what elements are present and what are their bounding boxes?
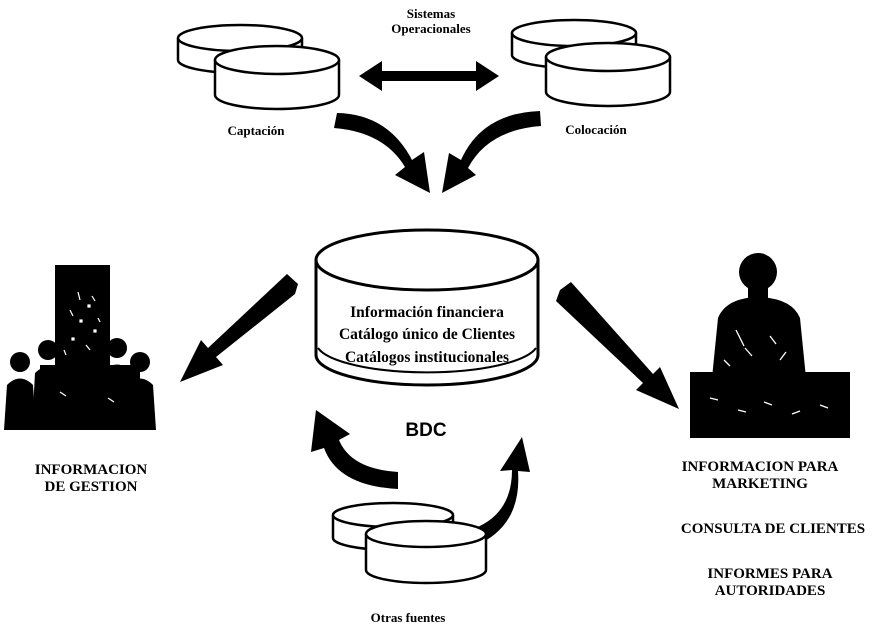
consulta-clientes-label: CONSULTA DE CLIENTES — [680, 521, 866, 537]
captacion-label: Captación — [227, 123, 285, 138]
management-meeting-icon — [4, 265, 156, 430]
gestion-label: INFORMACION DE GESTION — [6, 462, 176, 497]
gestion-line2: DE GESTION — [44, 479, 138, 496]
bdc-content-item: Catálogo único de Clientes — [338, 326, 516, 344]
otras-fuentes-label: Otras fuentes — [370, 610, 446, 625]
double-arrow-icon — [359, 61, 499, 91]
bdc-database-icon — [314, 228, 540, 387]
informes-line1: INFORMES PARA — [707, 566, 833, 582]
sistemas-operacionales-title: Sistemas Operacionales — [356, 6, 506, 37]
curved-arrow-icon — [334, 113, 430, 193]
person-at-desk-icon — [690, 253, 850, 438]
curved-arrow-icon — [442, 111, 541, 193]
marketing-label: INFORMACION PARA MARKETING — [660, 459, 860, 494]
informes-line2: AUTORIDADES — [714, 583, 826, 600]
bdc-contents: Información financiera Catálogo único de… — [317, 302, 537, 369]
otras-fuentes-database-icon — [331, 501, 488, 585]
return-arrow-right-icon — [470, 437, 530, 546]
sistemas-operacionales-line2: Operacionales — [391, 20, 471, 36]
arrow-to-marketing-icon — [556, 282, 679, 409]
chart-board-detail — [59, 291, 115, 403]
colocacion-label: Colocación — [565, 122, 627, 137]
bdc-content-item: Catálogos institucionales — [344, 348, 510, 366]
bdc-content-item: Información financiera — [350, 304, 504, 321]
arrow-to-gestion-icon — [180, 274, 298, 382]
marketing-line1: INFORMACION PARA — [681, 459, 839, 475]
bdc-label: BDC — [405, 420, 447, 441]
person-detail — [709, 329, 829, 415]
gestion-line1: INFORMACION — [34, 462, 148, 478]
colocacion-database-icon — [510, 18, 672, 108]
return-arrow-left-icon — [311, 410, 398, 489]
informes-autoridades-label: INFORMES PARA AUTORIDADES — [670, 566, 870, 601]
captacion-database-icon — [176, 23, 341, 111]
marketing-line2: MARKETING — [712, 476, 808, 493]
sistemas-operacionales-line1: Sistemas — [406, 6, 456, 21]
